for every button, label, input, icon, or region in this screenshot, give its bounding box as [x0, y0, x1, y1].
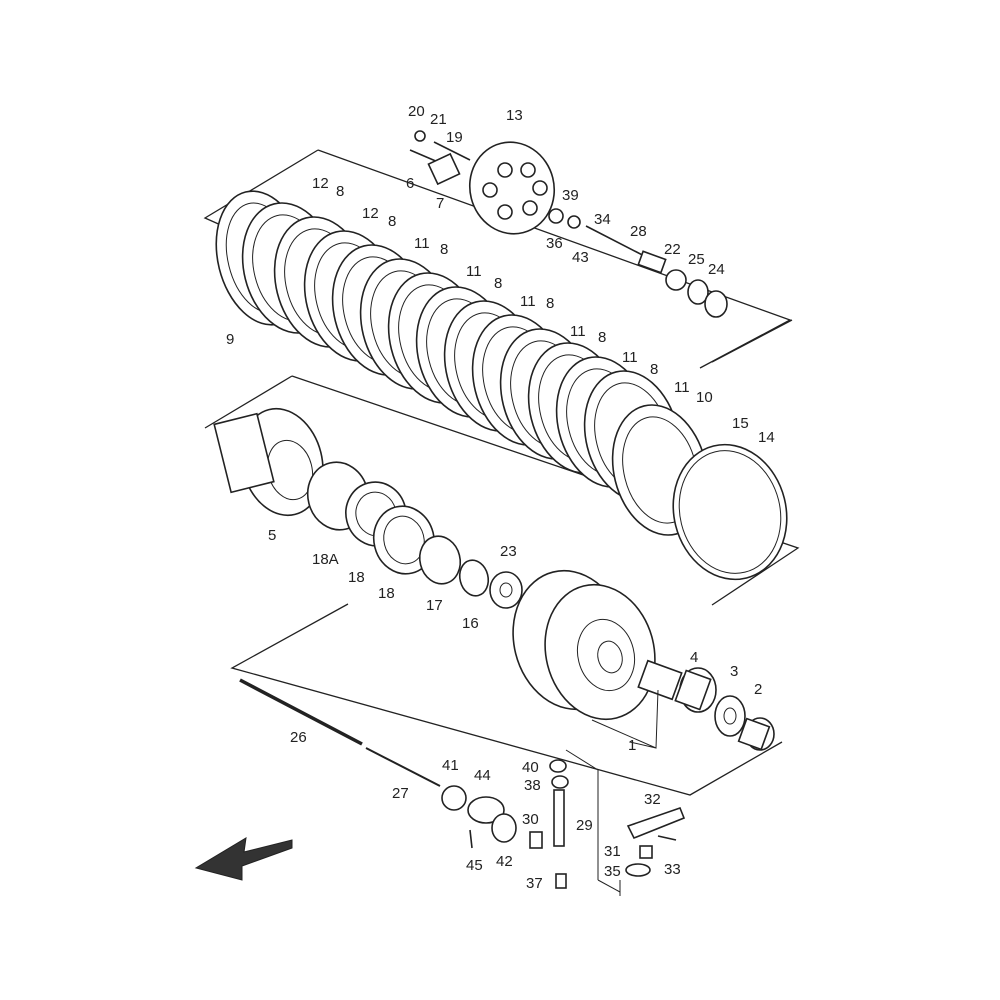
part-label: 7	[436, 195, 444, 212]
part-label: 8	[336, 183, 344, 200]
part-label: 11	[520, 293, 536, 310]
part-label: 18A	[312, 551, 339, 568]
part-label: 13	[506, 107, 523, 124]
part-label: 12	[362, 205, 379, 222]
spring-bolt-hardware	[409, 130, 728, 318]
part-label: 41	[442, 757, 459, 774]
part-label: 12	[312, 175, 329, 192]
part-label: 37	[526, 875, 543, 892]
part-label: 9	[226, 331, 234, 348]
part-label: 32	[644, 791, 661, 808]
part-label: 1	[628, 737, 636, 754]
release-mechanism-hardware	[441, 759, 686, 889]
part-label: 29	[576, 817, 593, 834]
middle-frame	[204, 375, 800, 606]
part-label: 40	[522, 759, 539, 776]
clutch-ring-14-15	[672, 443, 788, 581]
part-label: 15	[732, 415, 749, 432]
part-label: 18	[378, 585, 395, 602]
part-label: 10	[696, 389, 713, 406]
part-label: 16	[462, 615, 479, 632]
part-label: 8	[440, 241, 448, 258]
part-label: 11	[622, 349, 638, 366]
part-label: 11	[466, 263, 482, 280]
part-label: 36	[546, 235, 563, 252]
part-label: 2	[754, 681, 762, 698]
part-label: 43	[572, 249, 589, 266]
part-label: 31	[604, 843, 621, 860]
part-label: 17	[426, 597, 443, 614]
part-label: 6	[406, 175, 414, 192]
seat-and-washer-16-17-23	[418, 535, 523, 609]
part-label: 24	[708, 261, 725, 278]
bearing-spacer-washer-2-3-4	[674, 667, 775, 751]
part-label: 8	[598, 329, 606, 346]
part-label: 14	[758, 429, 775, 446]
pressure-plate-13	[468, 141, 556, 235]
part-label: 8	[546, 295, 554, 312]
part-label: 8	[650, 361, 658, 378]
spring-washers-18	[306, 461, 436, 575]
part-label: 8	[388, 213, 396, 230]
part-label: 11	[570, 323, 586, 340]
clutch-hub-5	[213, 407, 324, 517]
part-label: 18	[348, 569, 365, 586]
push-rods-26-27	[239, 678, 441, 787]
leader-lines	[565, 689, 659, 896]
part-label: 33	[664, 861, 681, 878]
part-label: 44	[474, 767, 491, 784]
part-label: 38	[524, 777, 541, 794]
part-label: 21	[430, 111, 447, 128]
part-label: 11	[674, 379, 690, 396]
part-label: 8	[494, 275, 502, 292]
part-label: 11	[414, 235, 430, 252]
part-labels: 1 2 3 4 5 6 7 8 8 8 8 8 8 8 8 9 10 11 11…	[226, 103, 775, 892]
part-label: 4	[690, 649, 698, 666]
part-label: 30	[522, 811, 539, 828]
part-label: 27	[392, 785, 409, 802]
lower-frame	[230, 603, 783, 796]
part-label: 23	[500, 543, 517, 560]
part-label: 45	[466, 857, 483, 874]
part-label: 20	[408, 103, 425, 120]
part-label: 42	[496, 853, 513, 870]
part-label: 35	[604, 863, 621, 880]
part-label: 28	[630, 223, 647, 240]
part-label: 25	[688, 251, 705, 268]
part-label: 5	[268, 527, 276, 544]
front-direction-arrow-icon	[194, 837, 293, 881]
part-label: 3	[730, 663, 738, 680]
part-label: 19	[446, 129, 463, 146]
part-label: 22	[664, 241, 681, 258]
part-label: 34	[594, 211, 611, 228]
part-label: 26	[290, 729, 307, 746]
primary-driven-gear-1	[512, 569, 683, 721]
part-label: 39	[562, 187, 579, 204]
